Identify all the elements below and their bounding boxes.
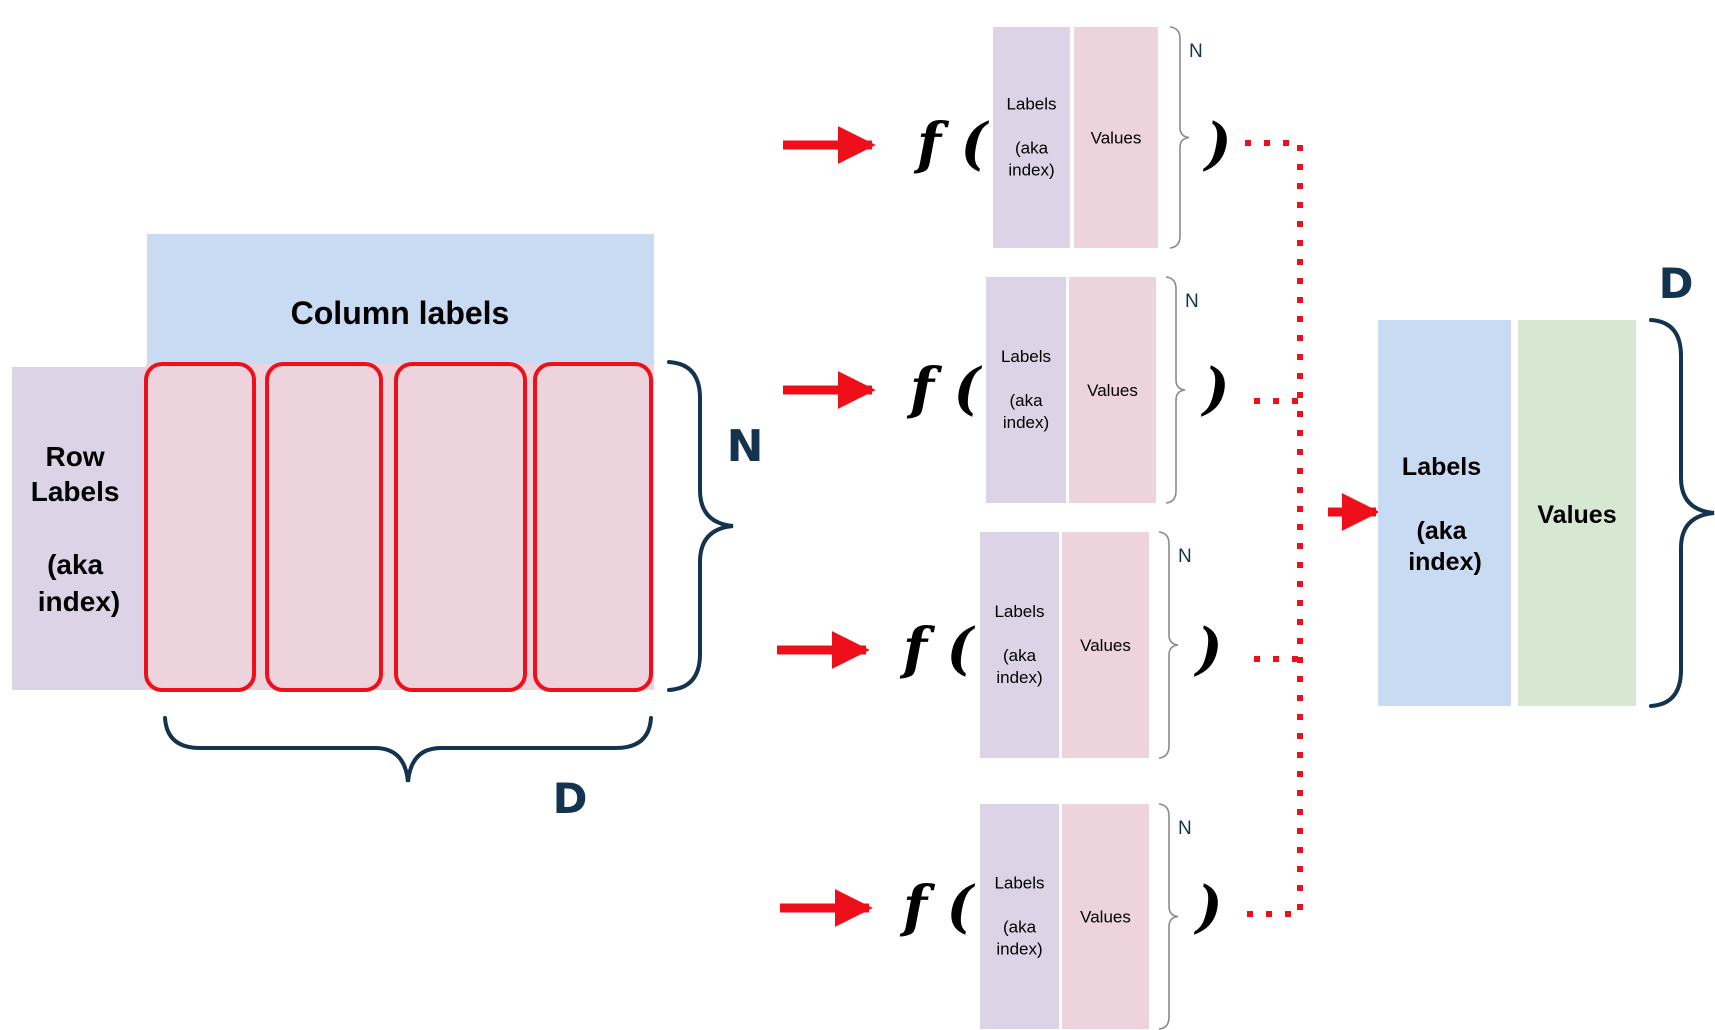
series-n-brace-2	[1165, 276, 1186, 504]
series-n-label-4: N	[1178, 818, 1192, 839]
series-values-text-2: Values	[1087, 381, 1138, 400]
series-n-label-1: N	[1189, 41, 1203, 62]
series-labels-box-2	[986, 277, 1066, 503]
series-n-brace-3	[1158, 531, 1179, 759]
series-labels-box-4	[980, 804, 1059, 1029]
series-n-brace-4	[1158, 803, 1179, 1030]
values-area	[146, 364, 654, 690]
function-close-paren-1: )	[1202, 111, 1232, 177]
column-highlight-4	[533, 362, 653, 692]
result-d-label: D	[1659, 259, 1694, 308]
column-highlight-2	[265, 362, 383, 692]
series-n-label-3: N	[1178, 546, 1192, 567]
combine-line-1	[1245, 140, 1303, 512]
result-labels-text: Labels (aka index)	[1402, 453, 1488, 576]
function-f-3: f (	[899, 616, 976, 682]
n-brace	[667, 360, 734, 692]
series-values-box-3	[1062, 532, 1149, 758]
d-brace	[163, 716, 653, 783]
function-close-paren-3: )	[1193, 616, 1223, 682]
series-labels-box-1	[993, 27, 1070, 248]
column-highlight-3	[394, 362, 527, 692]
series-values-box-4	[1062, 804, 1149, 1029]
result-labels-box	[1378, 320, 1511, 706]
series-values-text-3: Values	[1080, 636, 1131, 655]
combine-line-4	[1247, 512, 1303, 917]
result-values-text: Values	[1537, 501, 1616, 529]
function-close-paren-4: )	[1193, 874, 1223, 940]
column-labels-box	[147, 234, 654, 364]
result-d-brace	[1649, 318, 1715, 708]
series-n-label-2: N	[1185, 291, 1199, 312]
series-values-box-2	[1069, 277, 1156, 503]
series-values-text-1: Values	[1091, 129, 1142, 148]
column-labels-text: Column labels	[291, 295, 510, 331]
function-f-1: f (	[913, 111, 990, 177]
series-values-text-4: Values	[1080, 908, 1131, 927]
n-label: N	[727, 421, 764, 472]
combine-lines	[1245, 140, 1303, 917]
series-n-brace-1	[1169, 26, 1190, 249]
row-labels-text: Row Labels (aka index)	[31, 441, 127, 617]
result-values-box	[1518, 320, 1636, 706]
result-series: Labels (aka index) Values D	[1378, 259, 1715, 708]
row-labels-box	[12, 367, 146, 690]
series-values-box-1	[1074, 27, 1158, 248]
function-close-paren-2: )	[1200, 356, 1230, 422]
function-f-2: f (	[906, 356, 983, 422]
function-f-4: f (	[899, 874, 976, 940]
d-label: D	[553, 774, 588, 823]
column-highlight-1	[144, 362, 256, 692]
series-labels-box-3	[980, 532, 1059, 758]
dataframe: Column labels Row Labels (aka index) N D	[12, 234, 763, 823]
